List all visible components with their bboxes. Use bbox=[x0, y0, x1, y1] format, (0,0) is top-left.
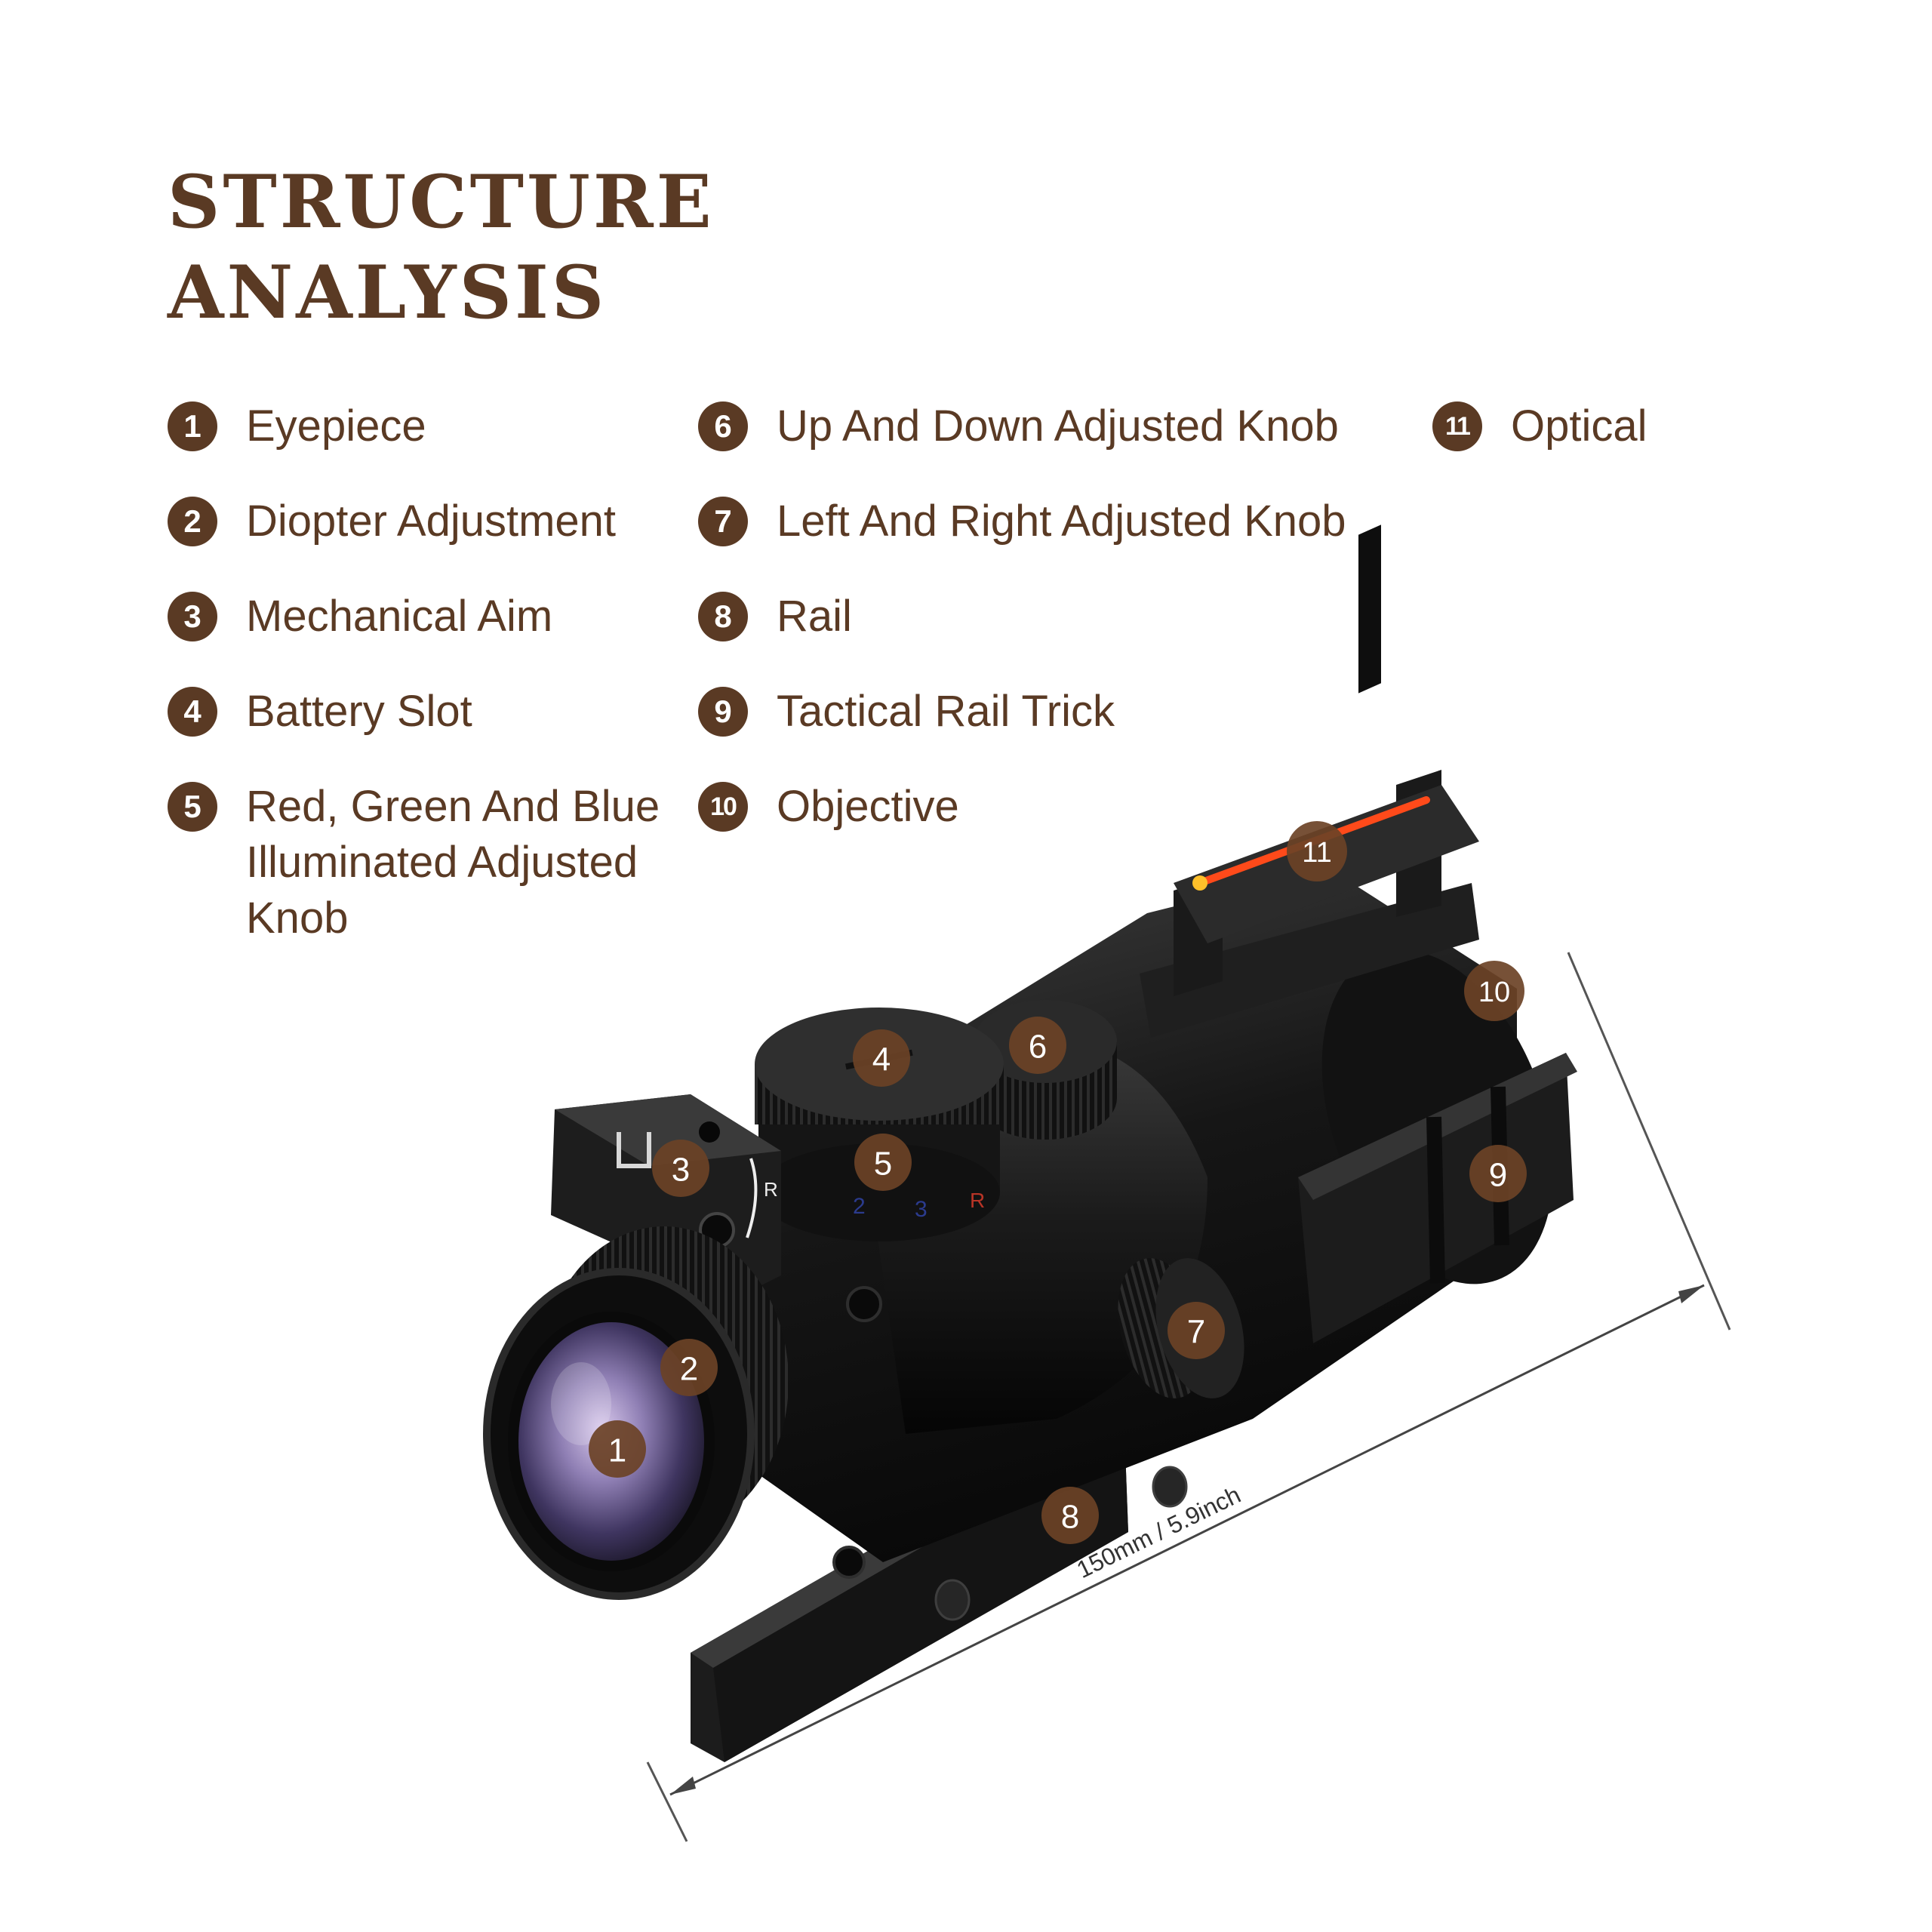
svg-text:6: 6 bbox=[1029, 1029, 1047, 1066]
svg-text:2: 2 bbox=[853, 1194, 866, 1219]
svg-text:R: R bbox=[764, 1178, 778, 1201]
legend-label: Optical bbox=[1511, 401, 1647, 451]
legend-label: Up And Down Adjusted Knob bbox=[777, 401, 1339, 451]
marker-8: 8 bbox=[1041, 1487, 1099, 1544]
svg-text:9: 9 bbox=[1489, 1157, 1507, 1194]
legend-item-tactical-rail: 9 Tactical Rail Trick bbox=[698, 684, 1115, 740]
svg-text:4: 4 bbox=[872, 1041, 891, 1078]
legend-label: Eyepiece bbox=[246, 401, 426, 451]
title-line-2: ANALYSIS bbox=[168, 250, 608, 335]
svg-text:R: R bbox=[970, 1189, 985, 1212]
marker-11: 11 bbox=[1287, 821, 1347, 881]
marker-10: 10 bbox=[1464, 961, 1524, 1021]
marker-2: 2 bbox=[660, 1339, 718, 1396]
legend-label: Rail bbox=[777, 592, 852, 641]
marker-9: 9 bbox=[1469, 1145, 1527, 1202]
legend-number: 7 bbox=[698, 497, 748, 546]
legend-number: 1 bbox=[168, 401, 217, 451]
legend-item-diopter-adjustment: 2 Diopter Adjustment bbox=[168, 494, 616, 549]
legend-number: 9 bbox=[698, 687, 748, 737]
page-title: STRUCTURE ANALYSIS bbox=[168, 157, 715, 338]
legend-item-mechanical-aim: 3 Mechanical Aim bbox=[168, 589, 552, 645]
legend-item-illuminated-knob: 5 Red, Green And Blue Illuminated Adjust… bbox=[168, 779, 714, 946]
marker-4: 4 bbox=[853, 1029, 910, 1087]
legend-label: Diopter Adjustment bbox=[246, 497, 617, 546]
legend-number: 2 bbox=[168, 497, 217, 546]
legend-label: Objective bbox=[777, 782, 959, 831]
svg-text:7: 7 bbox=[1187, 1314, 1205, 1351]
legend-item-objective: 10 Objective bbox=[698, 779, 959, 835]
legend-label: Mechanical Aim bbox=[246, 592, 553, 641]
legend-label: Battery Slot bbox=[246, 687, 472, 736]
legend-number: 3 bbox=[168, 592, 217, 641]
marker-6: 6 bbox=[1009, 1017, 1066, 1074]
legend-number: 6 bbox=[698, 401, 748, 451]
marker-7: 7 bbox=[1168, 1302, 1225, 1359]
legend-item-left-right-knob: 7 Left And Right Adjusted Knob bbox=[698, 494, 1346, 549]
legend-label: Tactical Rail Trick bbox=[777, 687, 1115, 736]
legend-item-rail: 8 Rail bbox=[698, 589, 852, 645]
svg-text:1: 1 bbox=[608, 1432, 626, 1469]
eyepiece bbox=[483, 1226, 789, 1600]
legend-number: 8 bbox=[698, 592, 748, 641]
legend-number: 10 bbox=[698, 782, 748, 832]
svg-text:3: 3 bbox=[915, 1197, 928, 1222]
marker-1: 1 bbox=[589, 1420, 646, 1478]
svg-text:3: 3 bbox=[672, 1152, 690, 1189]
svg-text:5: 5 bbox=[874, 1146, 892, 1183]
legend-item-eyepiece: 1 Eyepiece bbox=[168, 398, 426, 454]
legend-label: Red, Green And Blue Illuminated Adjusted… bbox=[246, 782, 660, 943]
legend-label: Left And Right Adjusted Knob bbox=[777, 497, 1346, 546]
legend-number: 5 bbox=[168, 782, 217, 832]
legend-number: 4 bbox=[168, 687, 217, 737]
legend-item-up-down-knob: 6 Up And Down Adjusted Knob bbox=[698, 398, 1339, 454]
marker-3: 3 bbox=[652, 1140, 709, 1197]
legend-item-battery-slot: 4 Battery Slot bbox=[168, 684, 472, 740]
svg-text:8: 8 bbox=[1061, 1499, 1079, 1536]
legend-item-optical: 11 Optical bbox=[1432, 398, 1647, 454]
svg-text:10: 10 bbox=[1478, 977, 1510, 1008]
legend-number: 11 bbox=[1432, 401, 1482, 451]
svg-text:2: 2 bbox=[680, 1351, 698, 1388]
title-line-1: STRUCTURE bbox=[168, 159, 715, 245]
marker-5: 5 bbox=[854, 1134, 912, 1191]
svg-text:11: 11 bbox=[1302, 837, 1331, 869]
